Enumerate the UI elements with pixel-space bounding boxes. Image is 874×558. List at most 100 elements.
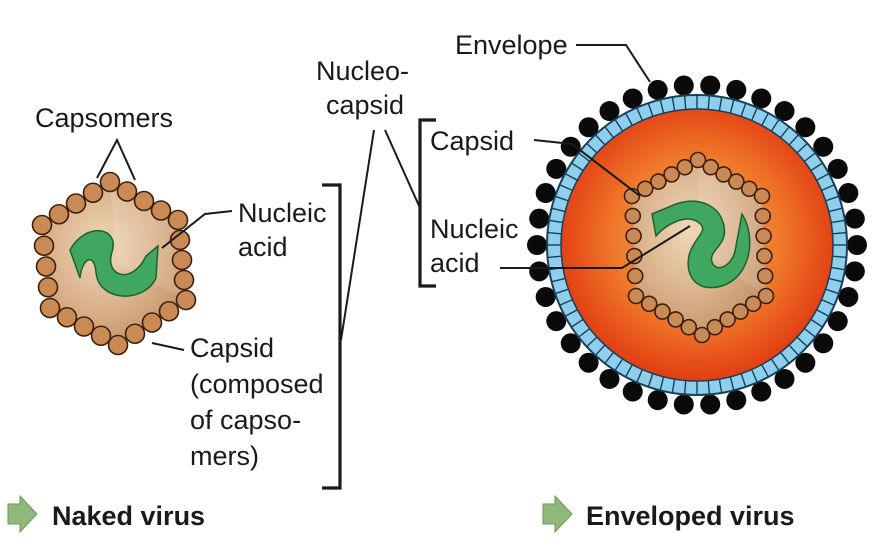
capsomer — [150, 200, 172, 221]
capsomer — [693, 326, 711, 344]
membrane-segment — [604, 126, 615, 139]
capsomer — [689, 151, 707, 169]
capsomer — [663, 166, 680, 183]
envelope-spike — [751, 88, 772, 109]
membrane-segment — [671, 379, 676, 394]
membrane-segment — [614, 358, 624, 371]
membrane-segment — [750, 107, 758, 121]
enveloped-virus-caption: Enveloped virus — [542, 494, 795, 534]
membrane-segment — [740, 373, 747, 388]
envelope-spike — [535, 183, 556, 204]
membrane-segment — [647, 102, 654, 117]
capsomer — [90, 325, 112, 347]
envelope-spike — [599, 368, 620, 389]
label-naked-nucleic-acid-1: Nucleic — [238, 198, 327, 228]
membrane-segment — [796, 336, 808, 348]
capsomer — [56, 306, 78, 328]
membrane-segment — [594, 134, 606, 146]
envelope-spike — [827, 311, 848, 332]
naked-capsid-body — [42, 182, 186, 345]
capsomer — [755, 227, 772, 245]
enveloped-nucleocapsid-bracket — [418, 118, 436, 288]
capsomer — [169, 229, 191, 251]
envelope-spike — [774, 368, 795, 389]
capsomer — [175, 289, 197, 311]
label-nucleocapsid-2: capsid — [326, 90, 404, 120]
label-enveloped-capsid: Capsid — [430, 126, 514, 156]
capsomer — [754, 207, 772, 225]
capsomer — [753, 187, 771, 205]
membrane-segment — [551, 207, 566, 213]
membrane-segment — [604, 351, 615, 364]
envelope-spike — [844, 208, 865, 229]
capsomer — [116, 181, 138, 202]
membrane-segment — [559, 298, 573, 306]
naked-arrow-icon — [7, 494, 38, 534]
label-naked-capsid-2: (composed — [190, 369, 324, 399]
enveloped-capsid-pointer — [533, 139, 641, 197]
capsomer — [676, 158, 694, 176]
membrane-segment — [683, 95, 687, 110]
capsomer — [706, 318, 724, 336]
envelope-spike — [673, 394, 694, 415]
envelope-spike — [813, 136, 834, 157]
capsomer — [744, 295, 762, 313]
label-naked-nucleic-acid-2: acid — [238, 232, 288, 262]
membrane-segment — [624, 112, 633, 126]
membrane-segment — [624, 364, 633, 378]
label-naked-capsid-4: mers) — [190, 441, 259, 471]
capsomer — [636, 180, 654, 198]
membrane-segment — [571, 318, 584, 328]
membrane-segment — [636, 369, 644, 383]
capsomer — [667, 311, 684, 328]
membrane-segment — [816, 309, 830, 318]
capsomer — [37, 276, 59, 298]
naked-nucleocapsid-bracket — [322, 183, 342, 490]
envelope-spike — [546, 158, 567, 179]
membrane-segment — [594, 344, 606, 356]
nucleocapsid-pointer-left — [340, 129, 375, 341]
capsomer — [740, 180, 758, 198]
capsomer — [48, 203, 70, 225]
membrane-segment — [547, 231, 562, 235]
envelope-spike — [546, 311, 567, 332]
label-nucleocapsid-1: Nucleo- — [316, 56, 409, 86]
membrane-segment — [707, 95, 711, 110]
envelope-spike — [560, 136, 581, 157]
envelope-spike — [813, 333, 834, 354]
envelope-spike — [844, 261, 865, 282]
membrane-segment — [659, 376, 665, 391]
capsomer — [31, 214, 53, 236]
envelope-spike — [578, 352, 599, 373]
membrane-segment — [647, 373, 654, 388]
naked-virus — [31, 171, 197, 356]
envelope-spike — [578, 117, 599, 138]
envelope-spike — [795, 352, 816, 373]
envelope-spike — [647, 390, 668, 411]
envelope-spike — [535, 286, 556, 307]
naked-nucleic-acid — [69, 230, 159, 297]
membrane-segment — [571, 162, 584, 172]
membrane-segment — [740, 102, 747, 117]
membrane-segment — [614, 119, 624, 132]
membrane-segment — [586, 336, 598, 348]
envelope-spike — [726, 390, 747, 411]
capsomer — [158, 300, 180, 322]
membrane-segment — [564, 309, 578, 318]
capsomer — [171, 249, 193, 271]
capsomer — [35, 256, 57, 277]
capsomer — [719, 311, 736, 328]
membrane-segment — [832, 255, 847, 259]
membrane-segment — [707, 380, 711, 395]
capsomer — [650, 173, 667, 190]
membrane-segment — [659, 99, 665, 114]
membrane-segment — [559, 184, 573, 192]
label-naked-capsid-3: of capso- — [190, 405, 301, 435]
capsomer — [640, 295, 658, 313]
capsomer — [99, 171, 121, 193]
enveloped-virus — [527, 75, 867, 415]
membrane-segment — [828, 277, 843, 283]
envelope-spike — [827, 158, 848, 179]
envelope-spike — [726, 79, 747, 100]
